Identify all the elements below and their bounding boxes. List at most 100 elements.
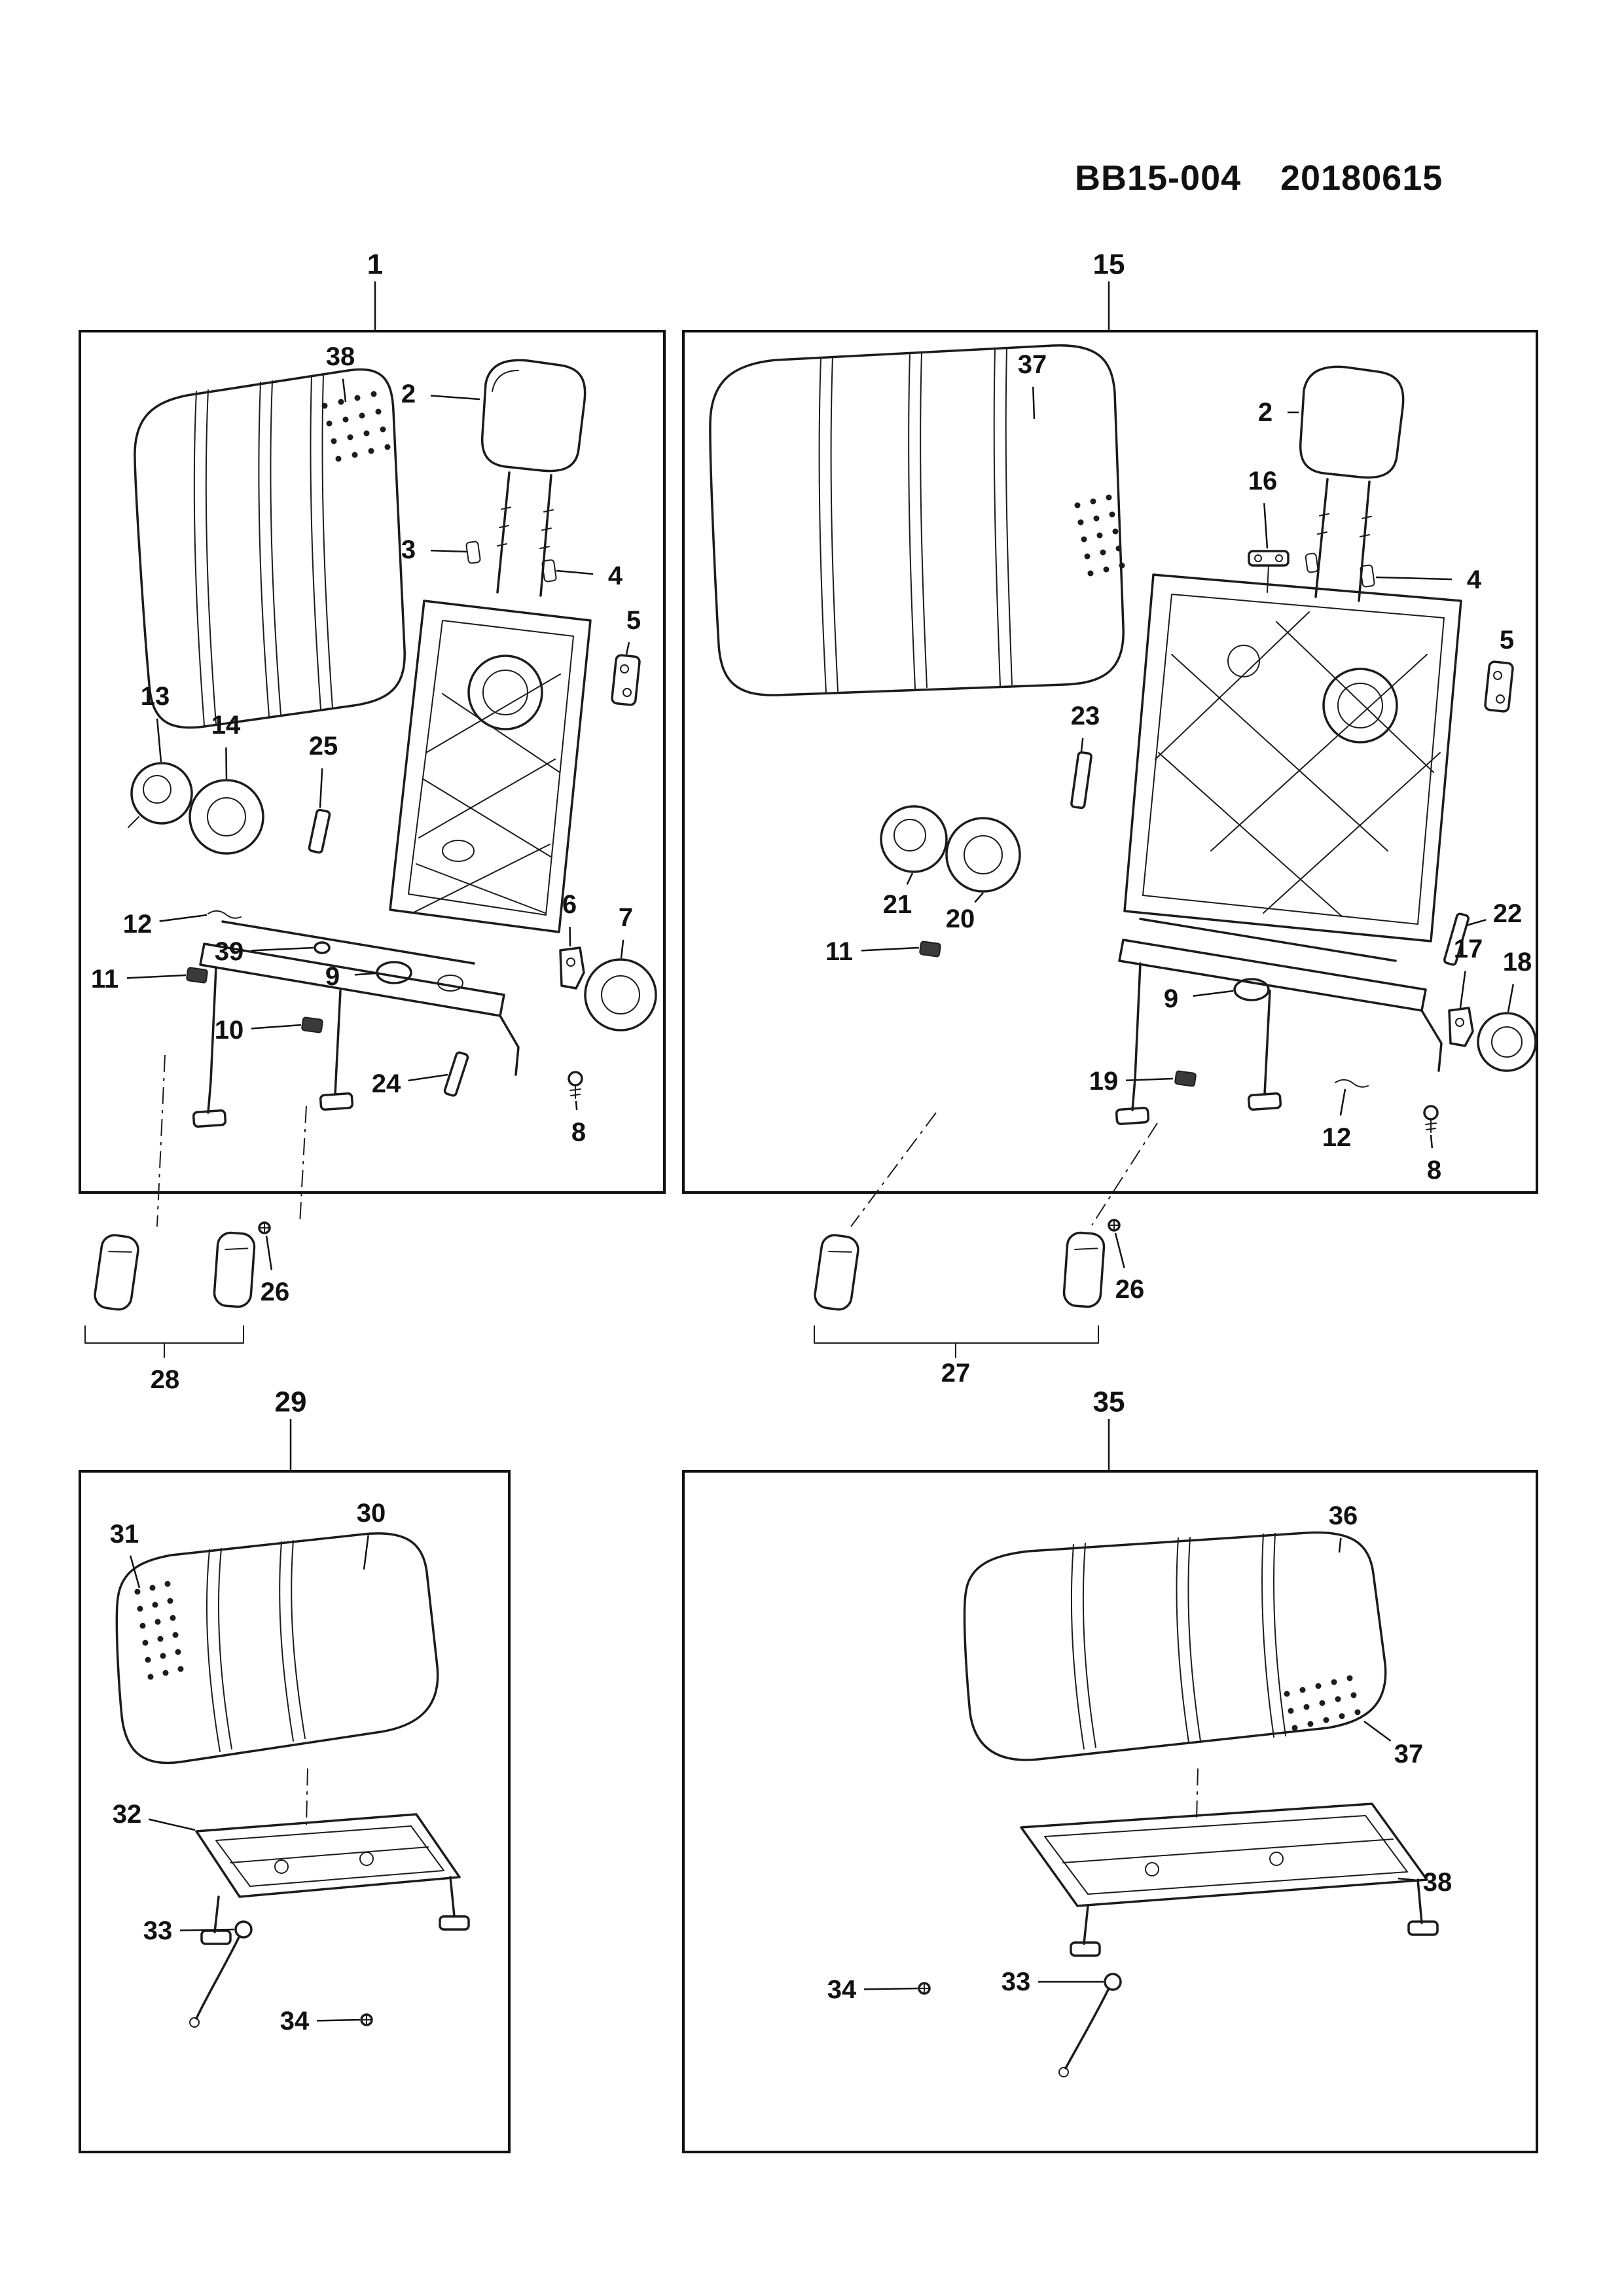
grommet-39-illustration — [314, 941, 331, 954]
perforation-dot — [172, 1632, 179, 1638]
perforation-dot — [1084, 553, 1091, 560]
panel-35-illustration — [918, 1531, 1439, 2077]
callout-35-37: 37 — [1394, 1740, 1424, 1768]
callout-15-27: 27 — [941, 1359, 971, 1388]
perforation-dot — [321, 403, 328, 409]
seatback-cover-illustration — [134, 368, 406, 729]
headrest-illustration — [465, 359, 586, 597]
headrest-guide-4-illustration — [1360, 564, 1375, 588]
callout-15-12: 12 — [1322, 1123, 1352, 1152]
perforation-dot — [154, 1619, 161, 1625]
perforation-dot — [1299, 1687, 1306, 1693]
screw-26-illustration — [1108, 1219, 1121, 1232]
headrest-guide-3-illustration — [465, 541, 481, 564]
panel-15-illustration — [709, 344, 1537, 1358]
bracket-23-illustration — [1070, 751, 1092, 810]
callout-1-4-leader — [556, 569, 594, 575]
page-date: 20180615 — [1280, 158, 1443, 198]
centerline — [850, 1112, 937, 1227]
callout-29-33-leader — [179, 1928, 235, 1931]
bolt-8-illustration — [568, 1071, 583, 1099]
callout-1-9-leader — [354, 972, 376, 976]
panel-1-box — [79, 330, 666, 1194]
callout-35-33: 33 — [1001, 1967, 1031, 1996]
perforation-patch — [1074, 494, 1125, 577]
perforation-dot — [1323, 1717, 1329, 1723]
perforation-dot — [368, 448, 374, 454]
callout-15-26-leader — [1114, 1232, 1125, 1268]
latch-lever-33-illustration — [189, 1920, 253, 2028]
bracket-17-illustration — [1448, 1007, 1474, 1047]
callout-1-12: 12 — [123, 910, 153, 939]
callout-35-38: 38 — [1423, 1868, 1453, 1897]
callout-15-8: 8 — [1427, 1156, 1441, 1185]
centerline — [306, 1768, 308, 1825]
callout-1-11: 11 — [91, 965, 118, 994]
headrest-guide-4-illustration — [541, 559, 557, 583]
side-cover-7-illustration — [584, 958, 657, 1031]
bracket-25-illustration — [308, 808, 331, 854]
perforation-dot — [1288, 1708, 1294, 1714]
seatback-frame-illustration — [1123, 573, 1462, 942]
perforation-dot — [167, 1598, 173, 1604]
perforation-dot — [139, 1623, 146, 1629]
seatback-frame-illustration — [389, 600, 592, 933]
callout-29-30: 30 — [357, 1499, 386, 1528]
perforation-dot — [160, 1653, 166, 1659]
perforation-dot — [370, 391, 377, 397]
callout-1-11-leader — [126, 974, 187, 979]
callout-1-14: 14 — [211, 711, 241, 740]
callout-29-31-leader — [129, 1555, 141, 1588]
headrest-illustration — [1299, 365, 1405, 602]
callout-15-23-leader — [1080, 738, 1084, 752]
callout-15-12-leader — [1339, 1088, 1346, 1116]
perforation-dot — [142, 1640, 149, 1646]
perforation-dot — [342, 416, 349, 423]
perforation-patch — [321, 391, 391, 462]
callout-1-10-leader — [251, 1024, 302, 1030]
perforation-dot — [1331, 1679, 1337, 1685]
callout-35-36: 36 — [1329, 1501, 1358, 1530]
callout-15-16: 16 — [1248, 467, 1278, 495]
perforation-dot — [1335, 1696, 1341, 1702]
callout-35-37-leader — [1363, 1720, 1392, 1742]
cushion-cover-illustration — [963, 1531, 1387, 1761]
perforation-dot — [1303, 1704, 1310, 1710]
perforation-dot — [347, 434, 353, 440]
centerline — [156, 1054, 166, 1227]
perforation-dot — [1346, 1675, 1353, 1681]
perforation-dot — [1090, 498, 1096, 505]
hinge-bracket-5-illustration — [611, 654, 641, 706]
clip-19-illustration — [1174, 1070, 1197, 1087]
callout-35-34: 34 — [827, 1975, 857, 2004]
perforation-dot — [338, 399, 344, 405]
perforation-dot — [1109, 511, 1115, 518]
callout-1-3: 3 — [401, 535, 416, 564]
callout-15-22: 22 — [1493, 899, 1523, 928]
callout-15-11-leader — [861, 946, 920, 952]
centerline — [299, 1105, 307, 1225]
perforation-dot — [170, 1615, 176, 1621]
perforation-dot — [157, 1636, 164, 1642]
panel-29-box — [79, 1470, 511, 2153]
perforation-dot — [1350, 1692, 1357, 1698]
group-bracket-27 — [814, 1325, 1099, 1358]
callout-15-16-leader — [1263, 503, 1269, 549]
callout-15-21-leader — [906, 872, 914, 885]
callout-15-19: 19 — [1089, 1067, 1119, 1096]
panel-15-box — [682, 330, 1538, 1194]
perforation-dot — [1115, 545, 1122, 552]
bracket-16-illustration — [1248, 550, 1290, 593]
callout-35-34-leader — [863, 1987, 918, 1990]
perforation-dot — [363, 430, 370, 437]
callout-15-4: 4 — [1467, 565, 1482, 594]
callout-1-38: 38 — [326, 342, 355, 371]
callout-15-26: 26 — [1115, 1275, 1145, 1304]
perforation-dot — [354, 395, 361, 401]
callout-29-31: 31 — [110, 1520, 139, 1549]
perforation-dot — [1112, 528, 1119, 535]
bolt-8-illustration — [1423, 1105, 1439, 1133]
clip-10-illustration — [301, 1016, 323, 1033]
callout-1-24-leader — [408, 1073, 448, 1082]
callout-15-17-leader — [1459, 971, 1466, 1009]
